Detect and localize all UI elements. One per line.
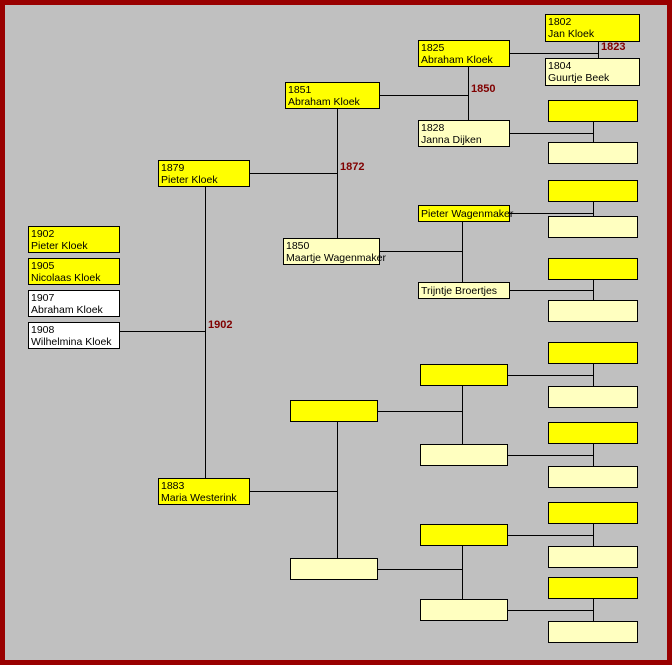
person-box-unknown[interactable] — [548, 142, 638, 164]
person-box-unknown[interactable] — [548, 300, 638, 322]
connector-line — [510, 53, 598, 54]
connector-line — [598, 42, 599, 58]
connector-line — [510, 290, 593, 291]
connector-line — [593, 599, 594, 621]
connector-line — [593, 364, 594, 386]
person-box-unknown[interactable] — [548, 577, 638, 599]
connector-line — [508, 610, 593, 611]
person-box-text: Wilhelmina Kloek — [31, 336, 112, 348]
person-box-text: Pieter Kloek — [161, 174, 218, 186]
connector-line — [378, 569, 462, 570]
person-box-pieter-wagenmaker[interactable]: Pieter Wagenmaker — [418, 205, 514, 222]
person-box-text: 1902 — [31, 228, 55, 240]
person-box-text: 1905 — [31, 260, 55, 272]
person-box-unknown[interactable] — [548, 216, 638, 238]
person-box-unknown[interactable] — [548, 342, 638, 364]
connector-line — [462, 386, 463, 444]
person-box-text: 1879 — [161, 162, 185, 174]
person-box-text: 1850 — [286, 240, 310, 252]
connector-line — [593, 444, 594, 466]
person-box-text: Pieter Wagenmaker — [421, 207, 514, 220]
person-box-text: Guurtje Beek — [548, 72, 610, 84]
person-box-unknown[interactable] — [548, 546, 638, 568]
connector-line — [462, 546, 463, 599]
connector-line — [593, 122, 594, 142]
connector-line — [593, 524, 594, 546]
person-box-unknown[interactable] — [290, 400, 378, 422]
marriage-year-label: 1902 — [208, 319, 233, 331]
person-box-unknown[interactable] — [548, 258, 638, 280]
connector-line — [468, 67, 469, 120]
person-box-text: Trijntje Broertjes — [421, 284, 498, 297]
person-box-text: 1907 — [31, 292, 55, 304]
person-box-trijntje-broertjes[interactable]: Trijntje Broertjes — [418, 282, 510, 299]
person-box-unknown[interactable] — [548, 621, 638, 643]
person-box-text: Abraham Kloek — [288, 96, 360, 108]
person-box-text: 1804 — [548, 60, 572, 72]
person-box-text: 1851 — [288, 84, 312, 96]
connector-line — [337, 109, 338, 238]
person-box-text: Abraham Kloek — [31, 304, 103, 316]
connector-line — [205, 187, 206, 478]
person-box-unknown[interactable] — [548, 100, 638, 122]
person-box-unknown[interactable] — [290, 558, 378, 580]
person-box-text: 1825 — [421, 42, 445, 54]
connector-line — [380, 95, 468, 96]
connector-line — [508, 375, 593, 376]
person-box-unknown[interactable] — [548, 422, 638, 444]
person-box-text: Maria Westerink — [161, 492, 237, 504]
person-box-text: Nicolaas Kloek — [31, 272, 101, 284]
person-box-text: Pieter Kloek — [31, 240, 88, 252]
connector-line — [508, 535, 593, 536]
connector-line — [593, 280, 594, 300]
person-box-unknown[interactable] — [420, 364, 508, 386]
marriage-year-label: 1823 — [601, 41, 626, 53]
connector-line — [510, 133, 593, 134]
connector-line — [380, 251, 462, 252]
person-box-text: Abraham Kloek — [421, 54, 493, 66]
connector-line — [510, 213, 593, 214]
person-box-unknown[interactable] — [548, 466, 638, 488]
person-box-text: Maartje Wagenmaker — [286, 252, 386, 264]
person-box-unknown[interactable] — [420, 444, 508, 466]
person-box-text: 1908 — [31, 324, 55, 336]
connector-line — [120, 331, 205, 332]
connector-line — [250, 491, 337, 492]
connector-line — [250, 173, 337, 174]
marriage-year-label: 1872 — [340, 161, 365, 173]
person-box-text: 1828 — [421, 122, 445, 134]
person-box-text: 1802 — [548, 16, 572, 28]
connector-line — [462, 222, 463, 282]
connector-line — [337, 422, 338, 558]
marriage-year-label: 1850 — [471, 83, 496, 95]
connector-line — [378, 411, 462, 412]
connector-line — [508, 455, 593, 456]
person-box-text: Jan Kloek — [548, 28, 595, 40]
person-box-unknown[interactable] — [548, 386, 638, 408]
person-box-unknown[interactable] — [420, 524, 508, 546]
person-box-unknown[interactable] — [548, 502, 638, 524]
person-box-text: Janna Dijken — [421, 134, 482, 146]
person-box-unknown[interactable] — [548, 180, 638, 202]
person-box-unknown[interactable] — [420, 599, 508, 621]
connector-line — [593, 202, 594, 216]
person-box-text: 1883 — [161, 480, 185, 492]
